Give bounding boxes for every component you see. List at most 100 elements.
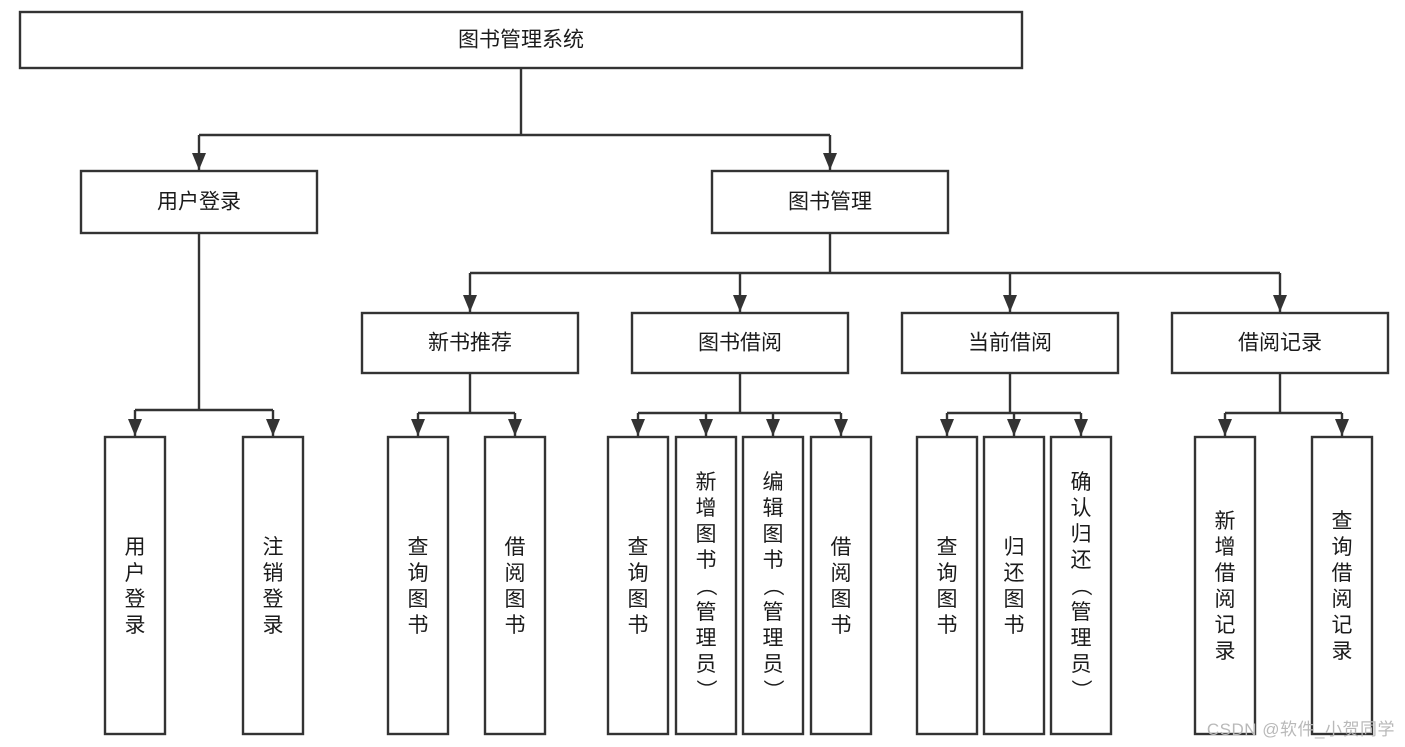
- label-char: 询: [937, 562, 958, 585]
- label-char: 编: [763, 471, 784, 494]
- label-char: 录: [1215, 640, 1236, 663]
- label-char: 询: [628, 562, 649, 585]
- node-box-cb-return-book[interactable]: [982, 435, 1046, 736]
- label-char: 录: [1332, 640, 1353, 663]
- node-box-bb-query-book[interactable]: [606, 435, 670, 736]
- arrow-head-icon: [631, 419, 645, 436]
- label-char: 借: [1332, 562, 1353, 585]
- label-char: 借: [831, 536, 852, 559]
- node-user-login[interactable]: 用户登录: [79, 169, 319, 235]
- label-char: 阅: [1332, 588, 1353, 611]
- label-char: 书: [408, 614, 429, 637]
- arrow-head-icon: [411, 419, 425, 436]
- label-char: 询: [1332, 536, 1353, 559]
- node-box-leaf-user-login[interactable]: [103, 435, 167, 736]
- arrow-head-icon: [508, 419, 522, 436]
- node-box-br-query-record[interactable]: [1310, 435, 1374, 736]
- node-box-new-book-recommend[interactable]: [360, 311, 580, 375]
- label-char: 查: [1332, 510, 1353, 533]
- label-char: 理: [763, 627, 784, 650]
- label-char: 还: [1071, 549, 1092, 572]
- arrow-head-icon: [1218, 419, 1232, 436]
- label-char: 询: [408, 562, 429, 585]
- label-char: 书: [505, 614, 526, 637]
- node-book-borrow[interactable]: 图书借阅: [630, 311, 850, 375]
- node-box-book-manage[interactable]: [710, 169, 950, 235]
- node-box-bb-borrow-book[interactable]: [809, 435, 873, 736]
- node-borrow-record[interactable]: 借阅记录: [1170, 311, 1390, 375]
- label-char: 员: [696, 653, 717, 676]
- label-char: 录: [125, 614, 146, 637]
- arrow-head-icon: [1273, 295, 1287, 312]
- node-root[interactable]: 图书管理系统: [18, 10, 1024, 70]
- label-char: 辑: [763, 497, 784, 520]
- label-char: 书: [696, 549, 717, 572]
- label-char: 归: [1071, 523, 1092, 546]
- arrow-head-icon: [1007, 419, 1021, 436]
- label-char: 图: [696, 523, 717, 546]
- arrow-head-icon: [766, 419, 780, 436]
- node-box-leaf-user-logout[interactable]: [241, 435, 305, 736]
- label-char: 图: [763, 523, 784, 546]
- arrow-head-icon: [699, 419, 713, 436]
- node-box-br-add-record[interactable]: [1193, 435, 1257, 736]
- arrow-head-icon: [1003, 295, 1017, 312]
- label-char: 借: [505, 536, 526, 559]
- label-char: 图: [628, 588, 649, 611]
- label-char: ）: [761, 679, 784, 700]
- node-box-book-borrow[interactable]: [630, 311, 850, 375]
- arrow-head-icon: [1074, 419, 1088, 436]
- label-char: 销: [263, 562, 284, 585]
- node-box-cb-confirm-return[interactable]: [1049, 435, 1113, 736]
- label-char: 归: [1004, 536, 1025, 559]
- node-box-nb-borrow-book[interactable]: [483, 435, 547, 736]
- node-label-root: 图书管理系统: [458, 29, 584, 52]
- label-char: 查: [937, 536, 958, 559]
- label-char: 用: [125, 536, 146, 559]
- node-leaf-user-login[interactable]: 用户登录: [103, 435, 167, 736]
- node-box-bb-edit-book[interactable]: [741, 435, 805, 736]
- label-char: 书: [763, 549, 784, 572]
- label-char: 查: [628, 536, 649, 559]
- node-box-cb-query-book[interactable]: [915, 435, 979, 736]
- node-box-nb-query-book[interactable]: [386, 435, 450, 736]
- node-label-new-book-recommend: 新书推荐: [428, 332, 512, 355]
- label-char: 书: [937, 614, 958, 637]
- label-char: 还: [1004, 562, 1025, 585]
- node-box-bb-add-book[interactable]: [674, 435, 738, 736]
- node-box-current-borrow[interactable]: [900, 311, 1120, 375]
- node-box-user-login[interactable]: [79, 169, 319, 235]
- node-current-borrow[interactable]: 当前借阅: [900, 311, 1120, 375]
- label-char: 记: [1332, 614, 1353, 637]
- label-char: 理: [696, 627, 717, 650]
- label-char: ）: [1069, 679, 1092, 700]
- node-box-root[interactable]: [18, 10, 1024, 70]
- node-box-borrow-record[interactable]: [1170, 311, 1390, 375]
- node-book-manage[interactable]: 图书管理: [710, 169, 950, 235]
- arrow-head-icon: [1335, 419, 1349, 436]
- node-new-book-recommend[interactable]: 新书推荐: [360, 311, 580, 375]
- label-char: 员: [1071, 653, 1092, 676]
